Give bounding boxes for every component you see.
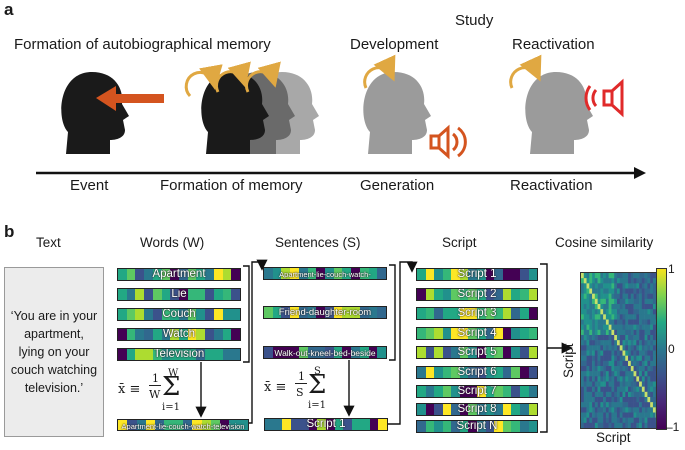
colorbar-tick-min: –1	[666, 420, 680, 434]
panel-a-label: a	[4, 0, 14, 19]
timeline-arrowhead-icon	[634, 167, 646, 179]
script-label: Script 7	[457, 385, 497, 397]
timeline-event: Event	[70, 177, 109, 194]
generation-cycle-icon	[363, 54, 396, 89]
word-bar: Couch	[117, 308, 241, 321]
word-label: Apartment	[152, 268, 206, 280]
formation-title: Formation of autobiographical memory	[14, 36, 271, 53]
word-label: Television	[153, 348, 205, 360]
quote-box: ‘You are in your apartment, lying on you…	[4, 267, 104, 437]
script-label: Script 3	[457, 307, 497, 319]
script-label: Script 2	[457, 288, 497, 300]
script-label: Script 8	[457, 403, 497, 415]
formula-sentences-bottom: i=1	[308, 400, 326, 411]
formula-words-num: 1	[152, 372, 159, 385]
heatmap-cells	[581, 273, 664, 428]
heatmap-y-label: Script	[561, 343, 576, 378]
timeline-formation: Formation of memory	[160, 177, 303, 194]
script-bar: Script 8	[416, 403, 538, 416]
word-label: Watch	[162, 328, 196, 340]
header-words: Words (W)	[140, 235, 205, 250]
word-label: Couch	[162, 308, 196, 320]
header-text: Text	[36, 235, 61, 250]
sentence-summary-label: Script 1	[306, 418, 346, 430]
word-bar: Lie	[117, 288, 241, 301]
sentence-label: Apartment-lie-couch-watch-television	[279, 270, 371, 279]
word-bar: Watch	[117, 328, 241, 341]
script-label: Script 5	[457, 346, 497, 358]
script-bar: Script 2	[416, 288, 538, 301]
reactivation-speaker-icon	[584, 78, 624, 118]
reactivation-cycle-icon	[509, 54, 542, 89]
formula-words-lhs: x̄ ≡	[118, 382, 141, 397]
colorbar	[656, 268, 667, 430]
development-title: Development	[350, 36, 439, 53]
formation-cycle-icons	[184, 61, 281, 98]
timeline-reactivation: Reactivation	[510, 177, 593, 194]
word-summary-bar: Apartment-lie-couch-watch-television	[117, 419, 249, 431]
sentence-label: Friend-daughter-room	[278, 307, 372, 318]
word-bar: Apartment	[117, 268, 241, 281]
quote-text: ‘You are in your apartment, lying on you…	[10, 309, 98, 395]
sentence-bar: Apartment-lie-couch-watch-television	[263, 267, 387, 280]
formula-sentences-lhs: x̄ ≡	[264, 380, 287, 395]
word-summary-label: Apartment-lie-couch-watch-television	[121, 422, 245, 431]
formula-sentences: x̄ ≡ 1 S S Σ i=1	[264, 366, 359, 416]
script-label: Script N	[456, 420, 498, 432]
script-bar: Script 1	[416, 268, 538, 281]
event-arrow-icon	[96, 86, 164, 111]
formula-sentences-den: S	[296, 386, 304, 399]
panel-b-label: b	[4, 222, 15, 241]
script-label: Script 4	[457, 327, 497, 339]
formula-words-top: W	[168, 368, 179, 379]
sentence-summary-bar: Script 1	[264, 418, 388, 431]
script-label: Script 1	[457, 268, 497, 280]
script-bar: Script 6	[416, 366, 538, 379]
study-label: Study	[455, 12, 494, 29]
timeline-generation: Generation	[360, 177, 435, 194]
formula-sentences-num: 1	[298, 370, 305, 383]
cosine-heatmap	[580, 272, 665, 429]
colorbar-tick-mid: 0	[668, 342, 675, 356]
reactivation-title: Reactivation	[512, 36, 595, 53]
header-script: Script	[442, 235, 477, 250]
formula-sentences-top: S	[314, 366, 321, 377]
script-bar: Script 4	[416, 327, 538, 340]
sentence-label: Walk-out-kneel-bed-beside	[274, 348, 376, 358]
formula-words-den: W	[149, 388, 161, 401]
formula-words: x̄ ≡ 1 W W Σ i=1	[118, 368, 213, 418]
header-sentences: Sentences (S)	[275, 235, 361, 250]
sum-sign-icon: Σ	[162, 372, 181, 402]
formula-words-bottom: i=1	[162, 402, 180, 413]
word-label: Lie	[171, 288, 187, 300]
script-bar: Script N	[416, 420, 538, 433]
colorbar-tick-max: 1	[668, 262, 675, 276]
script-bar: Script 3	[416, 307, 538, 320]
script-bar: Script 7	[416, 385, 538, 398]
sentence-bar: Friend-daughter-room	[263, 306, 387, 319]
word-bar: Television	[117, 348, 241, 361]
generation-speaker-icon	[429, 124, 467, 160]
header-cosine: Cosine similarity	[555, 235, 654, 250]
sentence-bar: Walk-out-kneel-bed-beside	[263, 346, 387, 359]
script-label: Script 6	[457, 366, 497, 378]
script-bar: Script 5	[416, 346, 538, 359]
heatmap-x-label: Script	[596, 430, 631, 445]
sum-sign-icon: Σ	[308, 370, 327, 400]
